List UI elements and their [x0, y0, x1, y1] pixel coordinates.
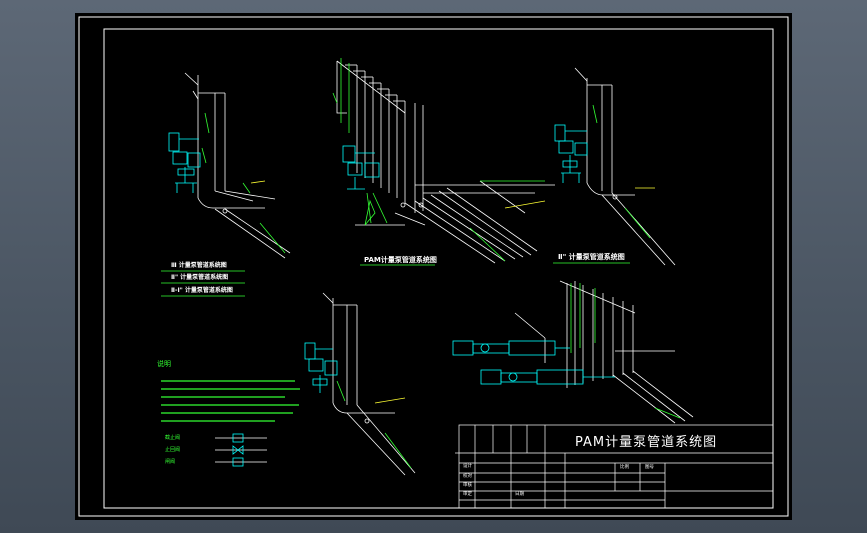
drawing-title: PAM计量泵管道系统图 — [575, 435, 718, 450]
tb-designer: 设计 — [463, 464, 472, 469]
drawing-sheet: PAM计量泵管道系统图 Ⅱ" 计量泵管道系统图 Ⅲ 计量泵管道系统图 Ⅱ" 计量… — [75, 13, 792, 520]
tb-date: 日期 — [515, 492, 524, 497]
notes-lines — [161, 380, 300, 422]
system-3 — [554, 67, 676, 266]
tb-drawing-no: 图号 — [645, 465, 654, 470]
legend-line-3: Ⅱ-Ⅰ" 计量泵管道系统图 — [171, 287, 233, 294]
notes-heading: 说明 — [157, 360, 171, 368]
title-block — [455, 424, 774, 509]
system-4 — [304, 292, 416, 476]
tb-reviewer: 审核 — [463, 483, 472, 488]
system-2 — [332, 58, 555, 264]
tb-scale: 比例 — [620, 465, 629, 470]
legend-symbol-1: 截止阀 — [165, 435, 181, 441]
inner-border — [103, 28, 774, 509]
view-label-d3: Ⅱ" 计量泵管道系统图 — [558, 253, 625, 261]
view-label-d2: PAM计量泵管道系统图 — [364, 256, 437, 264]
tb-approver: 审定 — [463, 492, 472, 497]
legend-line-2: Ⅱ" 计量泵管道系统图 — [171, 274, 229, 281]
legend-box — [161, 262, 630, 297]
outer-border — [78, 16, 789, 517]
legend-line-1: Ⅲ 计量泵管道系统图 — [171, 262, 227, 269]
system-1 — [168, 72, 291, 259]
drawing-canvas — [78, 16, 789, 517]
legend-symbols — [215, 433, 267, 467]
legend-symbol-3: 闸阀 — [165, 459, 176, 465]
tb-checker: 校对 — [463, 474, 472, 479]
system-5 — [452, 280, 694, 424]
legend-symbol-2: 止回阀 — [165, 447, 181, 453]
